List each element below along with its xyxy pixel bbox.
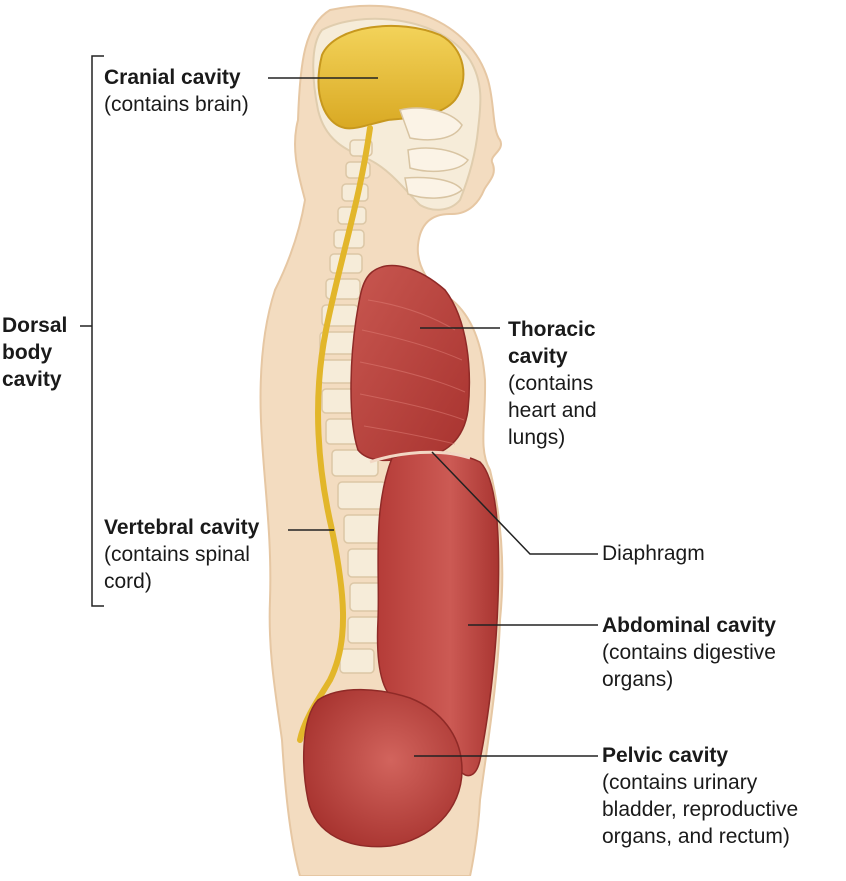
jaw-bones <box>399 107 470 199</box>
abdominal-cavity-title: Abdominal cavity <box>602 614 776 637</box>
pelvic-cavity-title: Pelvic cavity <box>602 744 729 767</box>
pelvic-cavity-label: Pelvic cavity (contains urinary bladder,… <box>602 742 798 850</box>
vertebral-cavity-desc: (contains spinal cord) <box>104 543 250 593</box>
pelvic-organ <box>303 688 463 848</box>
cranial-cavity-desc: (contains brain) <box>104 93 249 116</box>
abdominal-cavity-label: Abdominal cavity (contains digestive org… <box>602 612 776 693</box>
thoracic-cavity-desc: (contains heart and lungs) <box>508 372 597 449</box>
leader-diaphragm <box>431 451 598 555</box>
pelvic-cavity-desc: (contains urinary bladder, reproductive … <box>602 771 799 848</box>
cranial-cavity-title: Cranial cavity <box>104 66 241 89</box>
spinal-cord <box>297 125 373 743</box>
dorsal-body-cavity-label: Dorsal body cavity <box>2 314 68 391</box>
diaphragm <box>369 450 471 464</box>
cranial-cavity-label: Cranial cavity (contains brain) <box>104 64 249 118</box>
thoracic-cavity-title: Thoracic cavity <box>508 318 596 368</box>
leader-lines <box>268 77 598 757</box>
abdominal-organ <box>376 450 500 777</box>
lung <box>350 264 471 462</box>
dorsal-bracket <box>80 55 104 607</box>
abdominal-cavity-desc: (contains digestive organs) <box>602 641 776 691</box>
diaphragm-label: Diaphragm <box>602 542 705 565</box>
vertebral-cavity-label: Vertebral cavity (contains spinal cord) <box>104 514 259 595</box>
vertebral-cavity-title: Vertebral cavity <box>104 516 260 539</box>
thoracic-cavity-label: Thoracic cavity (contains heart and lung… <box>508 316 597 451</box>
lung-texture <box>359 299 466 445</box>
